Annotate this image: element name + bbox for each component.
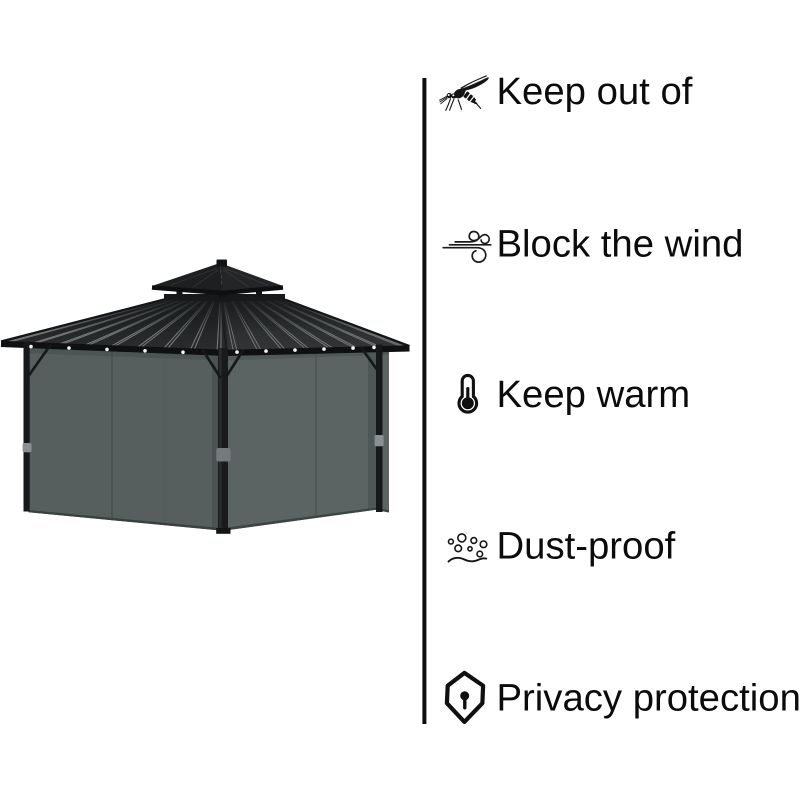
- svg-text:Keep out of: Keep out of: [497, 70, 693, 113]
- svg-text:Block the wind: Block the wind: [497, 223, 744, 266]
- svg-text:Privacy protection: Privacy protection: [497, 676, 800, 719]
- svg-text:Dust-proof: Dust-proof: [497, 524, 676, 567]
- svg-text:Keep warm: Keep warm: [497, 373, 691, 416]
